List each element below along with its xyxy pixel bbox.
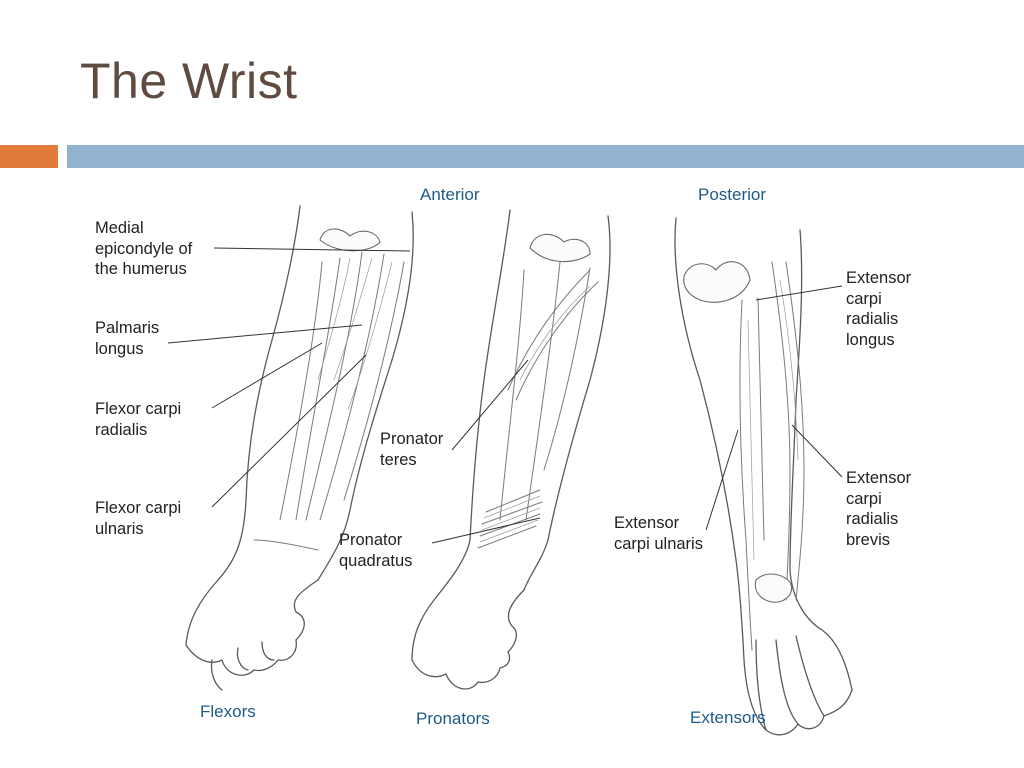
label-extensor-carpi-ulnaris: Extensor carpi ulnaris: [614, 514, 703, 553]
label-medial-epicondyle: Medial epicondyle of the humerus: [95, 219, 193, 278]
caption-extensors: Extensors: [690, 708, 766, 727]
accent-bar: [0, 145, 58, 168]
anterior-header: Anterior: [420, 185, 480, 204]
label-pronator-teres: Pronator teres: [380, 430, 444, 469]
label-flexor-carpi-radialis: Flexor carpi radialis: [95, 400, 182, 439]
label-extensor-carpi-radialis-brevis: Extensor carpi radialis brevis: [846, 469, 912, 549]
label-flexor-carpi-ulnaris: Flexor carpi ulnaris: [95, 499, 182, 538]
header-bar: [67, 145, 1024, 168]
label-palmaris-longus: Palmaris longus: [95, 319, 160, 358]
slide-title: The Wrist: [80, 53, 298, 109]
caption-pronators: Pronators: [416, 709, 490, 728]
pronators-arm: [411, 209, 611, 690]
caption-flexors: Flexors: [200, 702, 256, 721]
label-extensor-carpi-radialis-longus: Extensor carpi radialis longus: [846, 269, 912, 349]
label-pronator-quadratus: Pronator quadratus: [339, 531, 413, 570]
flexors-arm: [185, 205, 414, 691]
posterior-header: Posterior: [698, 185, 767, 204]
extensors-arm: [674, 217, 853, 736]
leader-lines: [167, 247, 843, 544]
